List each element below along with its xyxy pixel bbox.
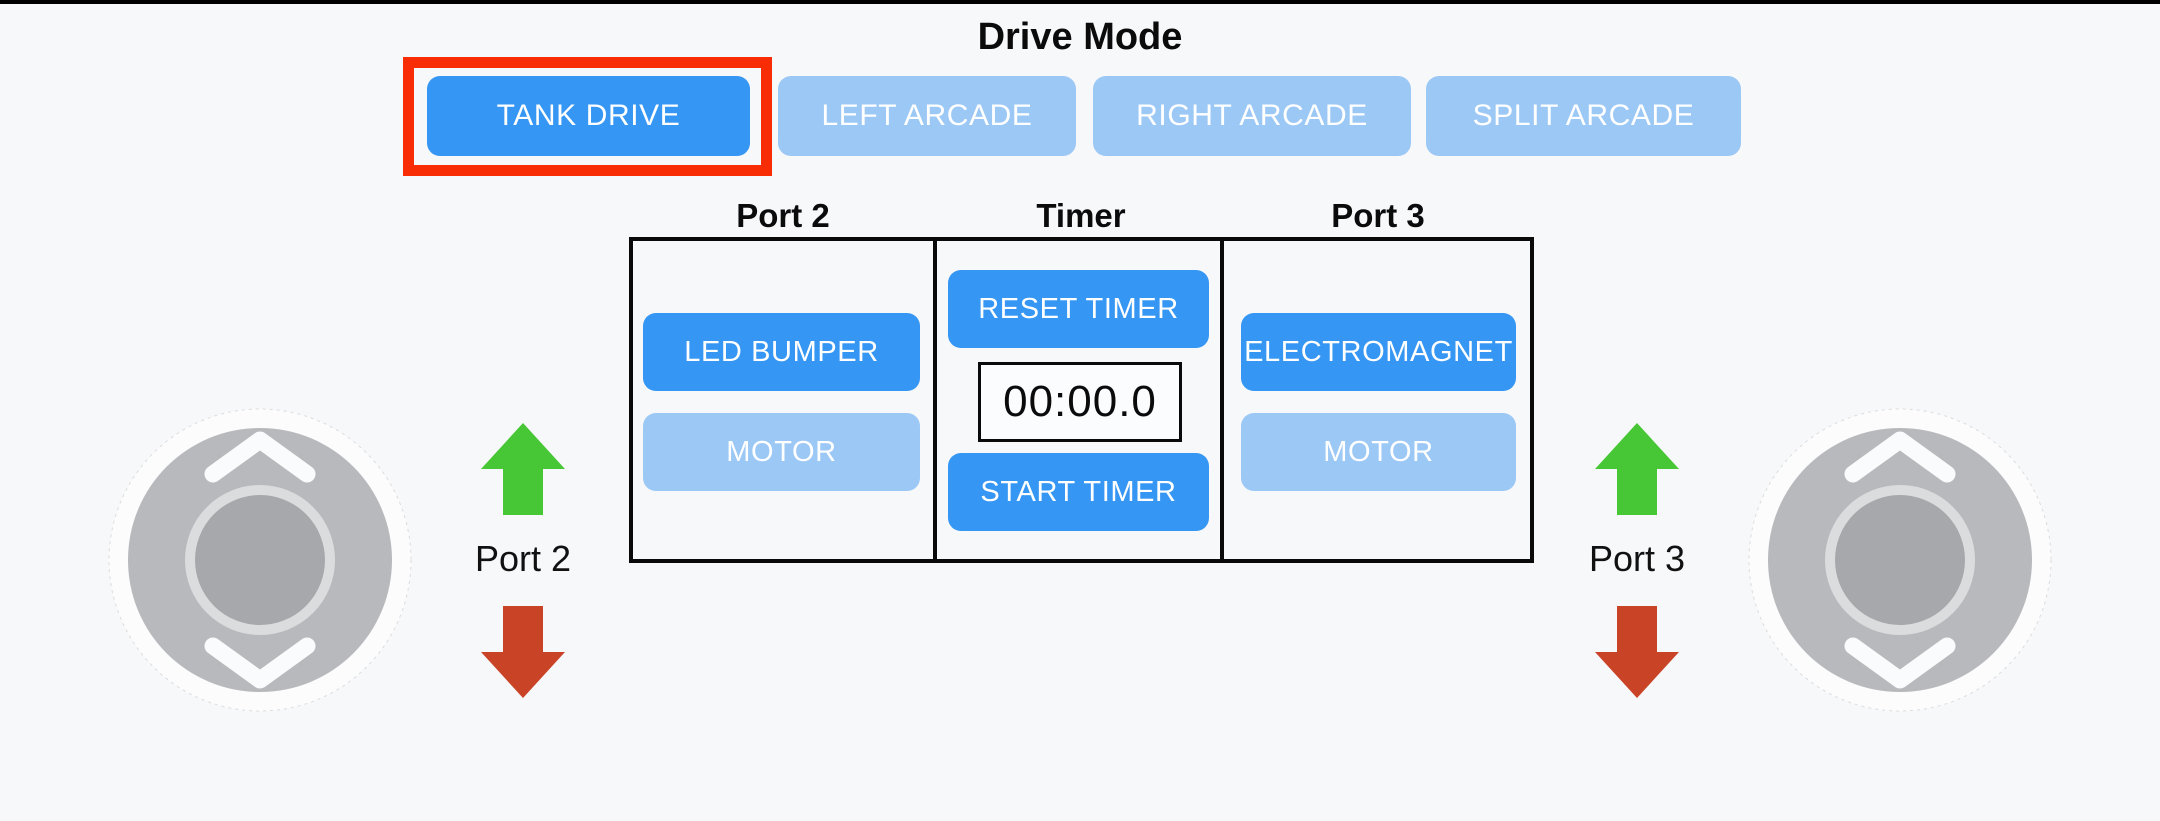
timer-readout: 00:00.0 xyxy=(978,362,1182,442)
left-arcade-button[interactable]: LEFT ARCADE xyxy=(778,76,1076,156)
green-up-arrow-icon xyxy=(481,423,565,515)
green-up-arrow-icon xyxy=(1595,423,1679,515)
led-bumper-button[interactable]: LED BUMPER xyxy=(643,313,920,391)
red-down-arrow-icon xyxy=(1595,606,1679,698)
port2-joystick-label: Port 2 xyxy=(474,538,572,579)
split-arcade-button[interactable]: SPLIT ARCADE xyxy=(1426,76,1741,156)
chevron-up-icon xyxy=(1844,431,1956,483)
selected-mode-highlight xyxy=(403,57,772,176)
joystick-knob[interactable] xyxy=(1825,485,1975,635)
page-title: Drive Mode xyxy=(977,16,1183,58)
tank-drive-button[interactable]: TANK DRIVE xyxy=(427,76,750,156)
port3-motor-button[interactable]: MOTOR xyxy=(1241,413,1516,491)
chevron-down-icon xyxy=(1844,637,1956,689)
reset-timer-button[interactable]: RESET TIMER xyxy=(948,270,1209,348)
table-divider xyxy=(933,237,937,563)
chevron-up-icon xyxy=(204,431,316,483)
left-joystick[interactable] xyxy=(108,408,412,712)
top-border-bar xyxy=(0,0,2160,4)
right-joystick[interactable] xyxy=(1748,408,2052,712)
start-timer-button[interactable]: START TIMER xyxy=(948,453,1209,531)
port3-column-header: Port 3 xyxy=(1331,197,1425,234)
right-arcade-button[interactable]: RIGHT ARCADE xyxy=(1093,76,1411,156)
joystick-knob[interactable] xyxy=(185,485,335,635)
port2-column-header: Port 2 xyxy=(736,197,830,234)
electromagnet-button[interactable]: ELECTROMAGNET xyxy=(1241,313,1516,391)
timer-column-header: Timer xyxy=(1036,197,1126,234)
chevron-down-icon xyxy=(204,637,316,689)
port2-motor-button[interactable]: MOTOR xyxy=(643,413,920,491)
port3-joystick-label: Port 3 xyxy=(1588,538,1686,579)
red-down-arrow-icon xyxy=(481,606,565,698)
table-divider xyxy=(1220,237,1224,563)
control-panel-table xyxy=(629,237,1534,563)
